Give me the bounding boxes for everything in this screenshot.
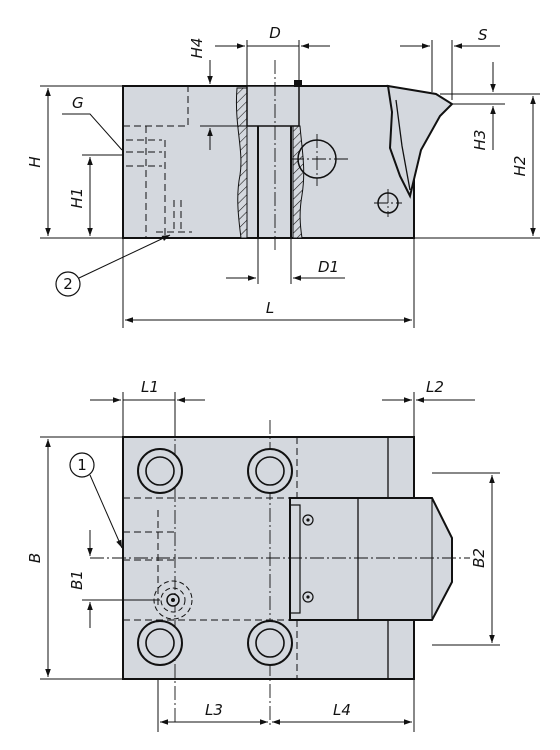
label-L2: L2 — [426, 378, 444, 396]
jaw-screw-top-dot — [306, 518, 310, 522]
label-B1: B1 — [68, 570, 86, 590]
callout-2-leader — [78, 234, 171, 279]
hidden-pocket — [123, 86, 192, 238]
callout-1-circle — [69, 452, 95, 478]
top-nub — [294, 80, 302, 87]
label-L4: L4 — [333, 701, 351, 719]
plan-view-dimensions: L1 L2 B B1 B2 L3 L4 1 — [26, 378, 500, 732]
dim-B2-ext — [432, 472, 500, 646]
label-G: G — [72, 94, 84, 112]
dim-D-ext — [246, 40, 300, 86]
label-H: H — [26, 156, 44, 167]
mounting-hole-top-left — [137, 448, 183, 494]
callout-1-leader — [89, 474, 123, 549]
jaw-screw-bottom-dot — [306, 595, 310, 599]
label-D: D — [269, 24, 281, 42]
label-B2: B2 — [470, 548, 488, 568]
jaw-screw-top — [302, 514, 314, 526]
counterbore — [246, 85, 300, 127]
jaw-screw-bottom — [302, 591, 314, 603]
dim-D1-ext — [257, 238, 292, 284]
side-view-dimensions: H H1 G H4 D D1 L 2 S — [26, 24, 540, 328]
dim-H-ext — [40, 85, 123, 239]
cross-hole-centerline — [290, 134, 348, 186]
dim-H2-ext — [414, 93, 540, 239]
plan-view — [90, 400, 470, 725]
callout-2: 2 — [63, 275, 73, 293]
label-L1: L1 — [141, 378, 159, 396]
label-D1: D1 — [318, 258, 339, 276]
dim-L1-ext — [122, 392, 176, 437]
plan-slot — [289, 504, 301, 614]
dim-L3L4-ext — [157, 679, 415, 732]
label-L: L — [266, 299, 274, 317]
section-cut-right — [292, 125, 305, 239]
mounting-hole-bottom-left — [137, 620, 183, 666]
mounting-hole-bottom-right — [247, 620, 293, 666]
mounting-hole-top-right — [247, 448, 293, 494]
clamping-jaw — [386, 84, 454, 199]
plan-jaw — [289, 497, 453, 621]
jaw-inner-edge — [395, 99, 411, 191]
label-L3: L3 — [205, 701, 223, 719]
callout-1: 1 — [77, 456, 87, 474]
dim-B-ext — [40, 436, 123, 680]
dim-L-ext — [122, 238, 415, 328]
label-H4: H4 — [188, 38, 206, 59]
side-view — [122, 60, 454, 250]
label-H3: H3 — [471, 130, 489, 151]
label-B: B — [26, 553, 44, 563]
label-H1: H1 — [68, 188, 86, 209]
label-H2: H2 — [511, 156, 529, 177]
dim-S-ext — [431, 40, 453, 100]
pivot-hole-centerline — [374, 189, 402, 217]
callout-2-circle — [55, 271, 81, 297]
label-S: S — [478, 26, 488, 44]
leader-G — [62, 113, 123, 151]
